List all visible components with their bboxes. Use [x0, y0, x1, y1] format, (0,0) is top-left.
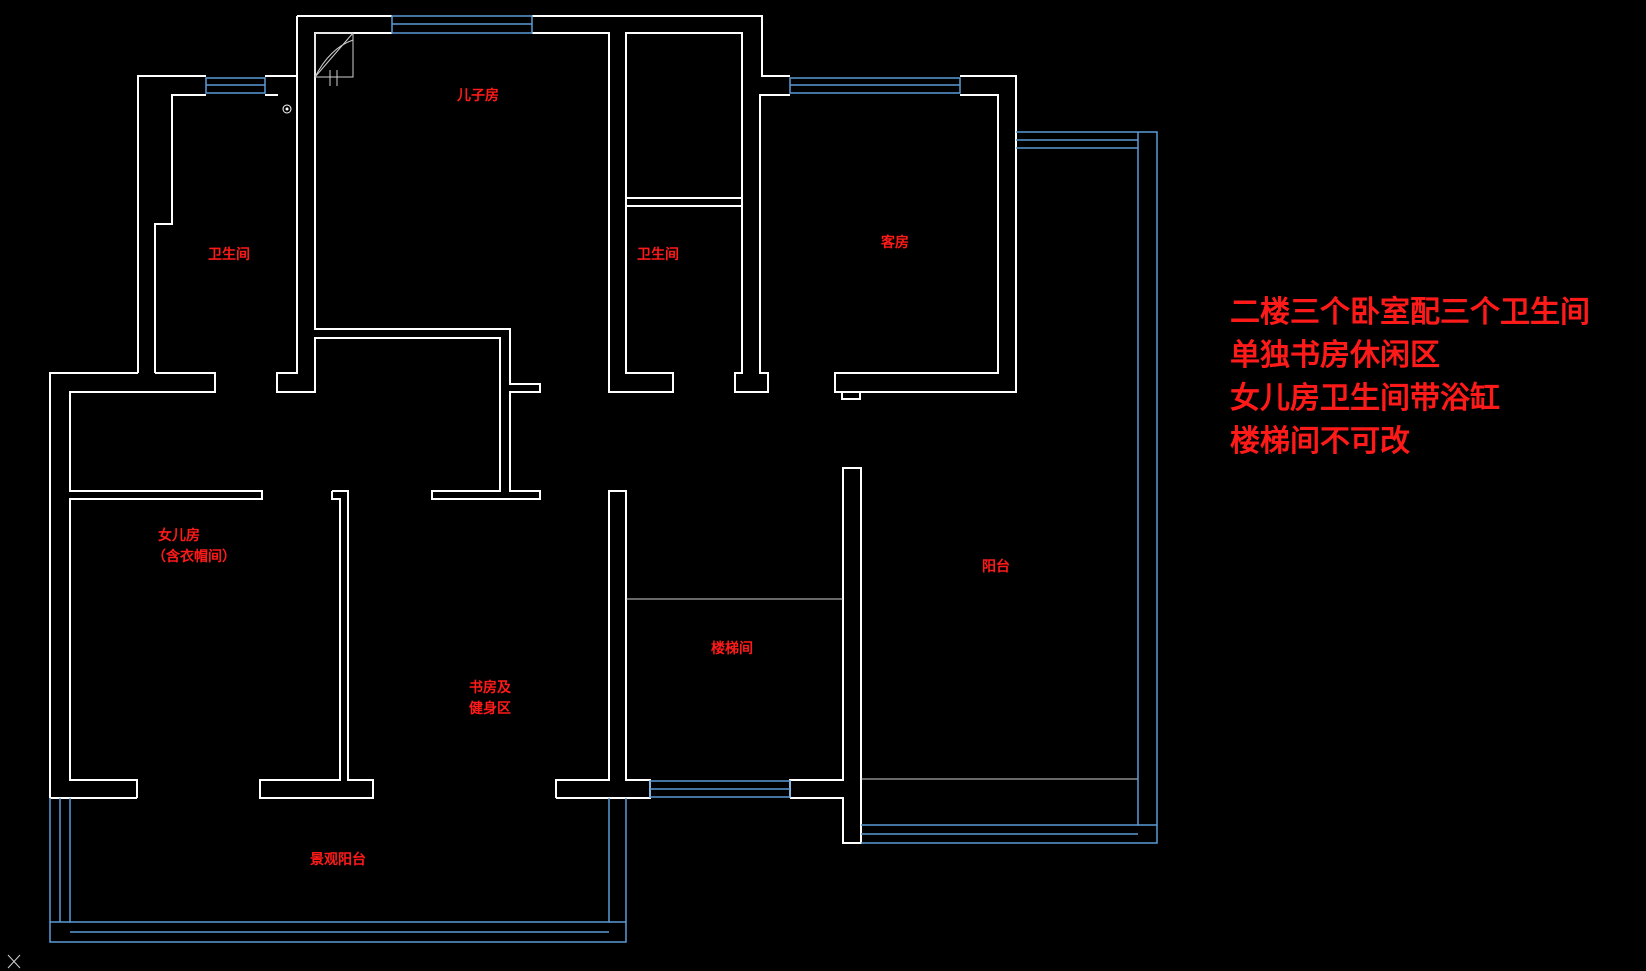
note-line-4: 楼梯间不可改 [1230, 424, 1410, 459]
label-study-line2: 健身区 [469, 700, 511, 717]
ucs-axis-icon [7, 954, 21, 969]
label-stairwell: 楼梯间 [711, 640, 753, 657]
drain-symbol [282, 104, 292, 114]
label-daughter-room: 女儿房 [158, 527, 200, 544]
label-daughter-room-sub: （含衣帽间） [152, 548, 236, 565]
corner-door-symbol [314, 32, 354, 86]
label-study-line1: 书房及 [469, 679, 512, 696]
label-bathroom-left: 卫生间 [208, 246, 250, 263]
label-bathroom-center: 卫生间 [637, 246, 679, 263]
label-balcony-right: 阳台 [982, 558, 1010, 575]
room-labels: 儿子房 卫生间 卫生间 客房 女儿房 （含衣帽间） 书房及 健身区 楼梯间 阳台… [152, 87, 1010, 868]
label-view-balcony: 景观阳台 [310, 851, 366, 868]
note-line-3: 女儿房卫生间带浴缸 [1230, 381, 1500, 416]
walls [49, 15, 1138, 844]
design-notes: 二楼三个卧室配三个卫生间 单独书房休闲区 女儿房卫生间带浴缸 楼梯间不可改 [1230, 295, 1590, 459]
note-line-2: 单独书房休闲区 [1230, 338, 1440, 373]
note-line-1: 二楼三个卧室配三个卫生间 [1230, 295, 1590, 330]
label-guest-room: 客房 [880, 234, 909, 251]
label-son-room: 儿子房 [456, 87, 499, 104]
windows [49, 15, 1158, 943]
